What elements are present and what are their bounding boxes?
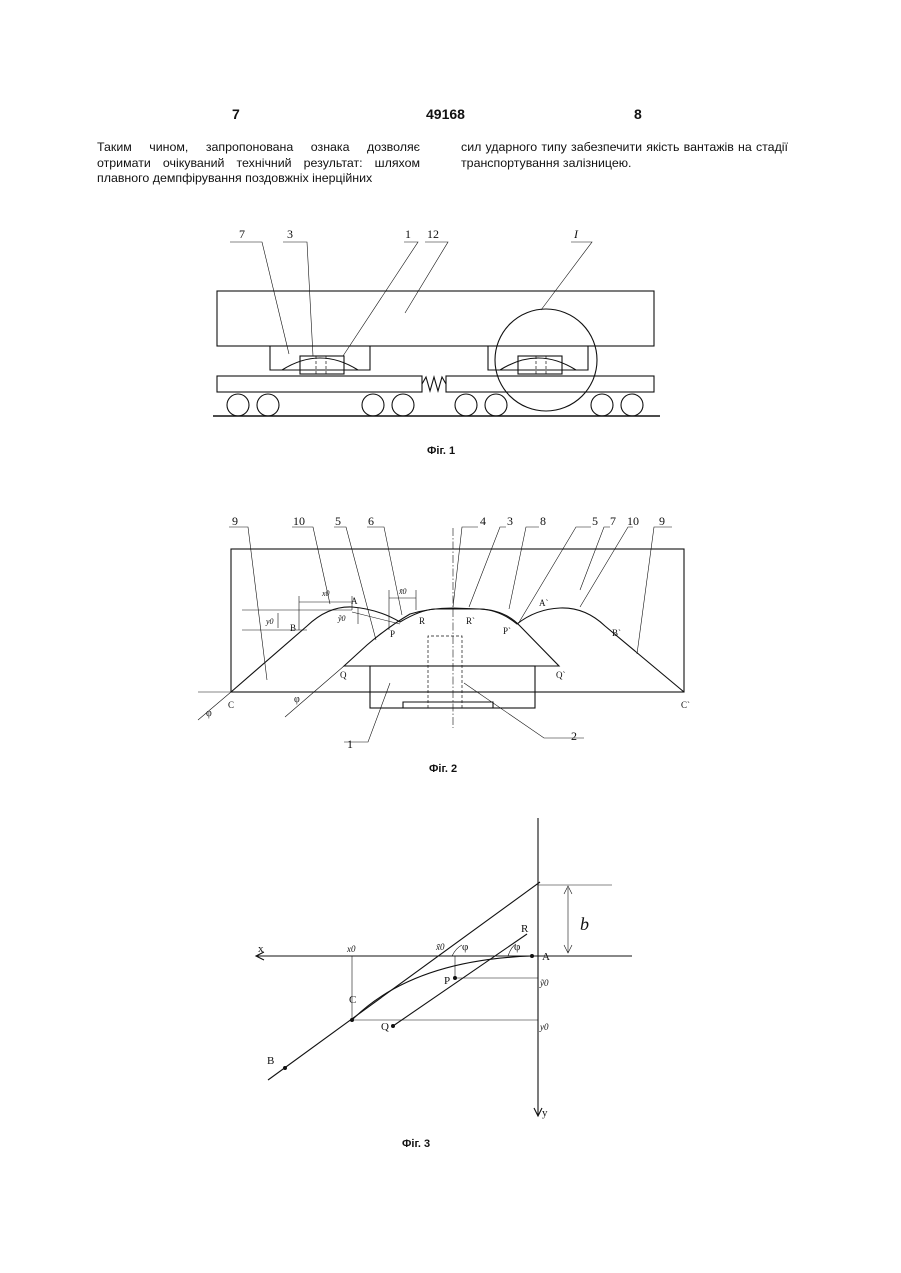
fig3-line-b — [268, 882, 540, 1080]
fig2-dim-y0: y0 — [265, 617, 274, 626]
fig2-point-P: P — [390, 629, 395, 639]
fig2-point-A2: A` — [539, 598, 549, 608]
fig2-point-C: C — [228, 700, 234, 710]
fig2-top-label: 9 — [659, 514, 665, 528]
fig3-axis-x: x — [258, 943, 264, 955]
fig1-pad-left — [300, 356, 344, 374]
fig3-tick-x0t: x̃0 — [435, 942, 445, 952]
fig3-dim-b: b — [580, 914, 589, 934]
fig3-tick-y0: y0 — [539, 1022, 549, 1032]
fig2-caption: Фіг. 2 — [429, 763, 457, 775]
figure-2: φ φ x0 x̃0 y0 ỹ0 A B C P R Q A` B` C` P`… — [198, 514, 690, 775]
fig3-point-R: R — [521, 923, 529, 935]
fig3-point-A: A — [542, 951, 550, 963]
fig2-point-R: R — [419, 616, 425, 626]
fig3-caption: Фіг. 3 — [402, 1138, 430, 1150]
fig2-angle: φ — [206, 708, 212, 719]
fig2-point-A: A — [351, 596, 358, 606]
fig2-top-label: 10 — [293, 514, 305, 528]
fig1-wheel — [591, 394, 613, 416]
fig2-point-B: B — [290, 623, 296, 633]
fig3-dot-A — [530, 954, 534, 958]
fig3-dot-B — [283, 1066, 287, 1070]
fig1-pad-right — [518, 356, 562, 374]
fig3-point-P: P — [444, 975, 450, 987]
fig3-axis-y: y — [542, 1107, 548, 1119]
fig3-point-C: C — [349, 994, 356, 1006]
fig2-top-label: 7 — [610, 514, 616, 528]
fig1-caption: Фіг. 1 — [427, 445, 455, 457]
fig2-point-Q2: Q` — [556, 670, 566, 680]
fig1-wheel — [455, 394, 477, 416]
fig2-top-label: 6 — [368, 514, 374, 528]
figure-1: 7 3 1 12 I Фіг. 1 — [213, 227, 660, 457]
fig3-tick-x0: x0 — [346, 944, 356, 954]
fig3-point-Q: Q — [381, 1021, 389, 1033]
fig1-cushion-left — [282, 358, 358, 370]
fig3-curve — [352, 956, 532, 1020]
fig2-insert — [428, 636, 462, 708]
fig2-top-label: 8 — [540, 514, 546, 528]
fig1-detail-circle — [495, 309, 597, 411]
fig2-point-C2: C` — [681, 700, 690, 710]
fig3-angle: φ — [514, 941, 520, 953]
fig3-tick-y0t: ỹ0 — [539, 978, 549, 988]
fig1-cushion-right — [500, 358, 576, 370]
fig2-top-label: 10 — [627, 514, 639, 528]
fig1-wheel — [362, 394, 384, 416]
fig2-bottom-label: 1 — [347, 737, 353, 751]
fig2-point-B2: B` — [612, 628, 621, 638]
fig1-wheel — [392, 394, 414, 416]
fig2-top-label: 5 — [335, 514, 341, 528]
fig1-wheel — [485, 394, 507, 416]
fig1-label: 7 — [239, 227, 245, 241]
figure-3: x y b A B C P Q R x0 x̃0 ỹ0 y0 — [256, 818, 632, 1150]
fig2-top-label: 3 — [507, 514, 513, 528]
fig2-point-P2: P` — [503, 626, 511, 636]
fig3-dot-Q — [391, 1024, 395, 1028]
fig1-wheel — [257, 394, 279, 416]
fig1-cargo-body — [217, 291, 654, 346]
fig1-label: 1 — [405, 227, 411, 241]
fig2-point-Q: Q — [340, 670, 347, 680]
fig2-top-label: 5 — [592, 514, 598, 528]
fig3-dot-P — [453, 976, 457, 980]
fig2-top-label: 9 — [232, 514, 238, 528]
fig1-wheel — [227, 394, 249, 416]
fig1-label: 3 — [287, 227, 293, 241]
fig3-angle: φ — [462, 941, 468, 953]
fig2-dim-x0t: x̃0 — [398, 587, 407, 596]
fig1-platform-left — [217, 376, 422, 392]
fig1-wheel — [621, 394, 643, 416]
fig3-point-B: B — [267, 1055, 274, 1067]
fig2-dim-y0t: ỹ0 — [337, 614, 346, 623]
fig1-coupling-spring — [422, 377, 446, 391]
fig1-label: 12 — [427, 227, 439, 241]
fig2-bottom-label: 2 — [571, 729, 577, 743]
fig3-dot-C — [350, 1018, 354, 1022]
fig2-pad — [344, 608, 559, 666]
fig1-platform-right — [446, 376, 654, 392]
fig2-top-label: 4 — [480, 514, 486, 528]
fig2-point-R2: R` — [466, 616, 475, 626]
fig1-label: I — [573, 227, 579, 241]
fig2-angle: φ — [294, 694, 300, 705]
